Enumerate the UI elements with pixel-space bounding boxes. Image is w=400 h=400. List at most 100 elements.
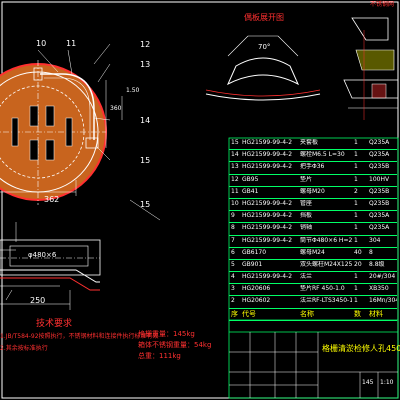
bom-header-cell: 名称 (300, 309, 314, 318)
bom-cell: 双头螺柱M24X125 (300, 260, 352, 268)
balloon-15: 15 (140, 200, 151, 209)
weight-1: 格栅重量：145kg (138, 330, 195, 338)
bom-cell: 3 (231, 285, 235, 293)
bom-cell: 9 (231, 212, 235, 220)
bom-cell: Q235A (369, 212, 390, 220)
bom-cell: 1 (354, 273, 358, 281)
bom-cell: 夹套板 (300, 139, 319, 146)
bom-cell: GB41 (242, 187, 259, 195)
sheet-number: 145 (362, 379, 374, 386)
development-view (205, 35, 321, 101)
bom-cell: 1 (354, 151, 358, 159)
bom-cell: 把手Φ36 (300, 163, 325, 171)
bom-cell: 6 (231, 248, 235, 256)
bom-cell: HG21599-99-4-2 (242, 236, 293, 244)
tech-note-1: 1.JB/T584-92按照执行，不锈钢材料和连接件执行标准有效 (0, 333, 159, 340)
bom-header-cell: 序 (231, 309, 238, 318)
bom-cell: GB901 (242, 260, 263, 268)
bom-cell: 1 (354, 297, 358, 305)
bom-cell: 1 (354, 236, 358, 244)
bom-cell: 7 (231, 236, 235, 244)
dim-362: 362 (44, 195, 60, 204)
balloon-16: 15 (140, 156, 151, 165)
tech-note-2: 2.其余按标准执行 (0, 345, 48, 352)
dim-250: 250 (30, 296, 46, 305)
bom-cell: 法兰RF-LTS3450-1.0 (300, 297, 352, 305)
bom-cell: 12 (231, 175, 239, 183)
section-view (0, 222, 101, 310)
bom-cell: HG20602 (242, 297, 271, 305)
bom-cell: Q235A (369, 139, 390, 146)
bom-cell: XB350 (369, 285, 389, 293)
bom-cell: GB95 (242, 175, 259, 183)
bom-cell: 螺母M20 (300, 187, 325, 195)
bom-cell: 1 (354, 139, 358, 146)
scale-label: 1:10 (380, 379, 394, 386)
detail-view (343, 17, 399, 120)
bom-cell: Q235B (369, 187, 390, 195)
bom-cell: 1 (354, 175, 358, 183)
bom-cell: 2 (354, 187, 358, 195)
balloon-13: 13 (140, 60, 151, 69)
bom-cell: GB6170 (242, 248, 267, 256)
bom-cell: 20 (354, 260, 362, 268)
bom-header-cell: 材料 (369, 309, 383, 318)
bom-cell: 法兰 (300, 273, 313, 281)
bom-cell: 13 (231, 163, 239, 171)
bom-cell: 1 (354, 163, 358, 171)
bom-row: 4 HG21599-99-4-2 法兰 1 20#/304 (229, 272, 397, 285)
bom-cell: 1 (354, 285, 358, 293)
bom-cell: 螺母M24 (300, 248, 325, 256)
bom-cell: HG21599-99-4-2 (242, 224, 293, 232)
bom-cell: 15 (231, 139, 239, 146)
bom-cell: HG21599-99-4-2 (242, 273, 293, 281)
bom-cell: HG20606 (242, 285, 271, 293)
dim-360: 360 (110, 105, 122, 112)
bom-cell: HG21599-99-4-2 (242, 163, 293, 171)
dim-phi480: φ480×6 (28, 251, 57, 259)
development-title: 偶板展开图 (244, 13, 284, 22)
bom-cell: HG21599-99-4-2 (242, 151, 293, 159)
bom-cell: 40 (354, 248, 362, 256)
bom-cell: 垫片 (300, 175, 313, 183)
bom-cell: HG21599-99-4-2 (242, 212, 293, 220)
corner-label: 不锈钢网 (370, 1, 395, 8)
bom-cell: Q235A (369, 224, 390, 232)
bom-cell: Q235B (369, 199, 390, 207)
bom-cell: 10 (231, 199, 239, 207)
tech-requirements-title: 技术要求 (36, 319, 73, 329)
bom-cell: HG21599-99-4-2 (242, 199, 293, 207)
bom-header-row: 序代号 名称 数材料 (229, 309, 397, 321)
bom-cell: 11 (231, 187, 239, 195)
bom-cell: 14 (231, 151, 239, 159)
bom-cell: 8 (231, 224, 235, 232)
bom-cell: 5 (231, 260, 235, 268)
bom-cell: HG21599-99-4-2 (242, 139, 293, 146)
bom-cell: 16Mn/304 (369, 297, 397, 305)
bom-frame (228, 137, 399, 399)
bom-row: 6 GB6170 螺母M24 40 8 (229, 248, 397, 260)
bom-cell: 304 (369, 236, 381, 244)
bom-cell: 2 (231, 297, 235, 305)
balloon-14: 14 (140, 116, 151, 125)
balloon-12: 12 (140, 40, 151, 49)
bom-cell: 100HV (369, 175, 390, 183)
bom-cell: 筒节Φ480×6 H=230 (300, 236, 352, 244)
bom-cell: 挡板 (300, 212, 313, 220)
bom-cell: 1 (354, 212, 358, 220)
bom-cell: 4 (231, 273, 235, 281)
bom-header-cell: 代号 (242, 309, 256, 318)
bom-cell: 20#/304 (369, 273, 396, 281)
bom-header-cell: 数 (354, 309, 361, 318)
bom-cell: 8 (369, 248, 373, 256)
bom-cell: 8.8级 (369, 260, 385, 268)
